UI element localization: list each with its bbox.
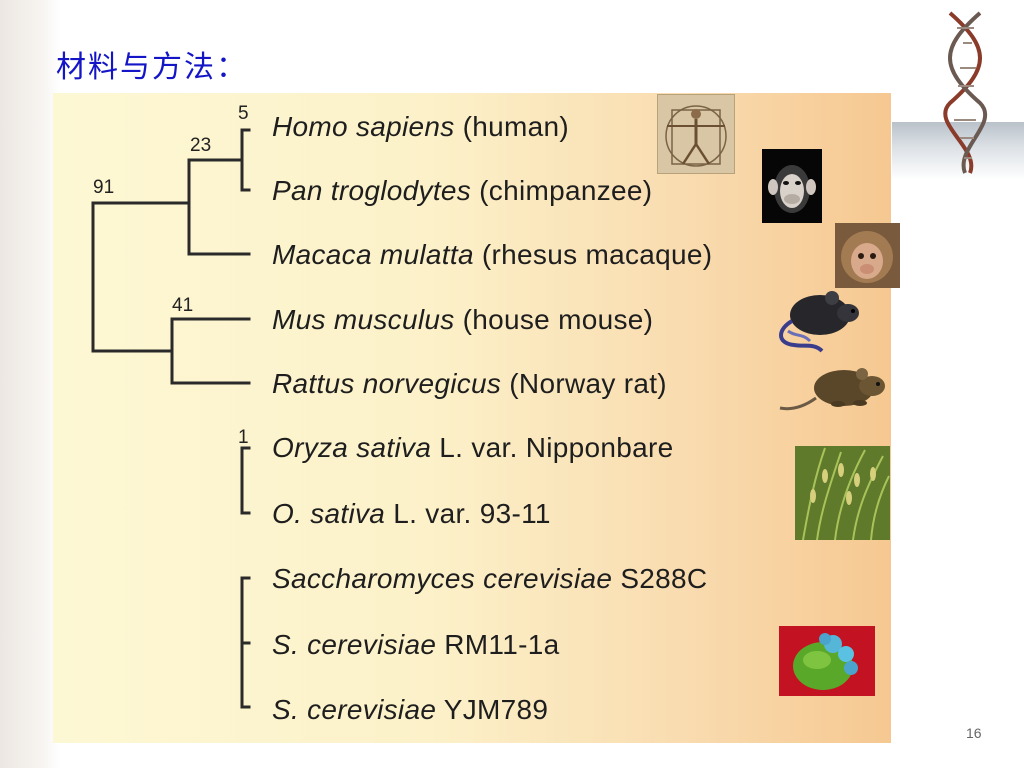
taxon-label-homo-sapiens: Homo sapiens (human) bbox=[272, 111, 569, 143]
common-name: (Norway rat) bbox=[501, 368, 667, 399]
common-name: (rhesus macaque) bbox=[473, 239, 713, 270]
branch-root bbox=[91, 201, 191, 353]
taxon-label-cerevisiae-rm11: S. cerevisiae RM11-1a bbox=[272, 629, 559, 661]
chimpanzee-image bbox=[762, 149, 822, 223]
support-value: 1 bbox=[238, 427, 249, 448]
scientific-name: O. sativa bbox=[272, 498, 386, 529]
common-name: (house mouse) bbox=[454, 304, 654, 335]
scientific-name: Rattus norvegicus bbox=[272, 368, 502, 399]
scientific-name: S. cerevisiae bbox=[272, 694, 437, 725]
common-name: (chimpanzee) bbox=[471, 175, 653, 206]
yeast-cell-image bbox=[779, 626, 875, 696]
slide-background-decoration bbox=[0, 0, 60, 768]
macaque-image bbox=[835, 223, 900, 288]
tree-branches: 5 23 91 41 1 bbox=[91, 103, 251, 709]
common-name: RM11-1a bbox=[436, 629, 560, 660]
scientific-name: S. cerevisiae bbox=[272, 629, 437, 660]
scientific-name: Mus musculus bbox=[272, 304, 455, 335]
slide-title: 材料与方法： bbox=[56, 50, 248, 85]
header-decoration-band bbox=[892, 122, 1024, 180]
support-value: 91 bbox=[93, 177, 114, 198]
scientific-name: Saccharomyces cerevisiae bbox=[272, 563, 613, 594]
taxon-label-saccharomyces-s288c: Saccharomyces cerevisiae S288C bbox=[272, 563, 707, 595]
rice-plant-image bbox=[795, 446, 890, 540]
scientific-name: Pan troglodytes bbox=[272, 175, 472, 206]
taxon-label-mus-musculus: Mus musculus (house mouse) bbox=[272, 304, 653, 336]
taxon-label-cerevisiae-yjm789: S. cerevisiae YJM789 bbox=[272, 694, 548, 726]
taxon-label-oryza-sativa: Oryza sativa L. var. Nipponbare bbox=[272, 432, 674, 464]
page-number: 16 bbox=[966, 725, 982, 741]
scientific-name: Macaca mulatta bbox=[272, 239, 474, 270]
scientific-name: Oryza sativa bbox=[272, 432, 432, 463]
common-name: (human) bbox=[454, 111, 570, 142]
branch-yeast bbox=[240, 576, 251, 709]
taxon-label-o-sativa-93-11: O. sativa L. var. 93-11 bbox=[272, 498, 551, 530]
branch-rice bbox=[240, 446, 251, 515]
rat-image bbox=[779, 368, 885, 411]
branch-hominid-macaque bbox=[187, 158, 251, 256]
branch-mouse-rat bbox=[170, 317, 251, 385]
support-value: 23 bbox=[190, 135, 211, 156]
taxon-label-pan-troglodytes: Pan troglodytes (chimpanzee) bbox=[272, 175, 652, 207]
scientific-name: Homo sapiens bbox=[272, 111, 455, 142]
taxon-label-rattus-norvegicus: Rattus norvegicus (Norway rat) bbox=[272, 368, 667, 400]
taxon-label-macaca-mulatta: Macaca mulatta (rhesus macaque) bbox=[272, 239, 712, 271]
dna-helix-icon bbox=[943, 11, 988, 174]
common-name: L. var. Nipponbare bbox=[431, 432, 674, 463]
support-value: 41 bbox=[172, 295, 193, 316]
common-name: S288C bbox=[612, 563, 708, 594]
phylogenetic-tree-figure: 5 23 91 41 1 Homo sapiens (human) Pan tr… bbox=[53, 93, 891, 743]
support-value: 5 bbox=[238, 103, 249, 124]
vitruvian-man-image bbox=[657, 94, 735, 174]
common-name: YJM789 bbox=[436, 694, 549, 725]
mouse-image bbox=[779, 291, 859, 353]
common-name: L. var. 93-11 bbox=[385, 498, 551, 529]
